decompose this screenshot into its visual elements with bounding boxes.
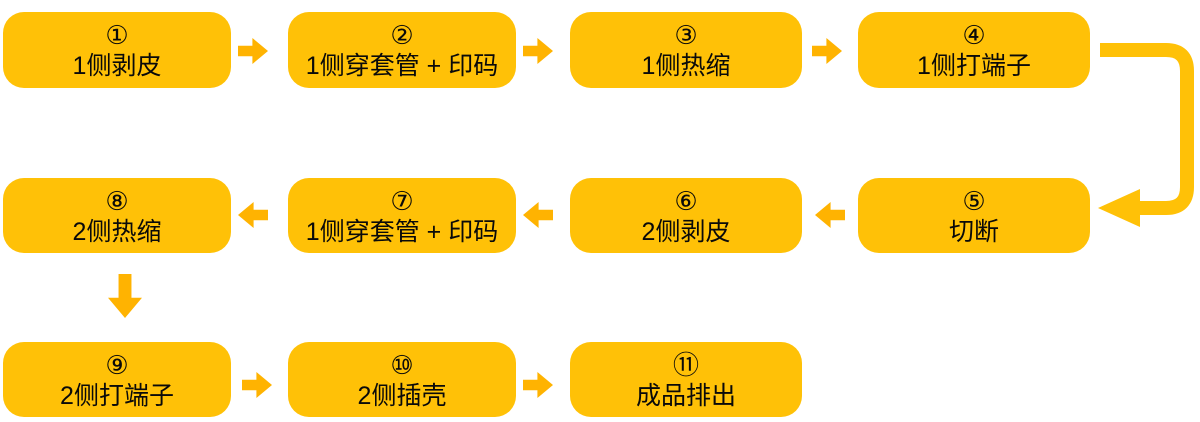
node-1-label: 1侧剥皮: [72, 52, 162, 80]
arrow-right-icon: [523, 372, 553, 398]
node-1-number: ①: [105, 20, 129, 50]
node-11-label: 成品排出: [635, 381, 736, 410]
node-5-label: 切断: [948, 217, 999, 246]
node-4-number: ④: [962, 20, 986, 50]
node-8-number: ⑧: [105, 185, 129, 216]
flow-node-10: ⑩ 2侧插壳: [288, 342, 516, 417]
node-4-label: 1侧打端子: [917, 52, 1031, 80]
flow-node-3: ③ 1侧热缩: [570, 12, 802, 88]
node-8-label: 2侧热缩: [72, 217, 162, 246]
node-7-number: ⑦: [390, 185, 414, 216]
flow-node-9: ⑨ 2侧打端子: [3, 342, 231, 417]
arrow-right-icon: [523, 38, 553, 64]
node-2-number: ②: [390, 20, 414, 50]
flow-node-6: ⑥ 2侧剥皮: [570, 178, 802, 253]
flow-node-7: ⑦ 1侧穿套管 + 印码: [288, 178, 516, 253]
node-2-label: 1侧穿套管 + 印码: [305, 52, 499, 80]
node-9-number: ⑨: [105, 349, 129, 380]
arrow-left-icon: [815, 202, 845, 228]
node-7-label: 1侧穿套管 + 印码: [305, 217, 499, 246]
arrow-right-icon: [242, 372, 272, 398]
arrow-right-icon: [812, 38, 842, 64]
arrow-left-icon: [523, 202, 553, 228]
node-10-label: 2侧插壳: [357, 381, 447, 410]
node-5-number: ⑤: [962, 185, 986, 216]
flow-node-4: ④ 1侧打端子: [858, 12, 1090, 88]
node-3-number: ③: [674, 20, 698, 50]
flow-node-5: ⑤ 切断: [858, 178, 1090, 253]
node-6-label: 2侧剥皮: [641, 217, 731, 246]
flow-node-2: ② 1侧穿套管 + 印码: [288, 12, 516, 88]
node-6-number: ⑥: [674, 185, 698, 216]
node-9-label: 2侧打端子: [60, 381, 174, 410]
flow-node-1: ① 1侧剥皮: [3, 12, 231, 88]
arrow-left-icon: [238, 202, 268, 228]
node-3-label: 1侧热缩: [641, 52, 731, 80]
node-10-number: ⑩: [390, 349, 414, 380]
flow-node-8: ⑧ 2侧热缩: [3, 178, 231, 253]
arrow-down-icon: [108, 274, 142, 318]
node-11-number: ⑪: [672, 349, 699, 380]
arrow-right-icon: [238, 38, 268, 64]
flow-node-11: ⑪ 成品排出: [570, 342, 802, 417]
